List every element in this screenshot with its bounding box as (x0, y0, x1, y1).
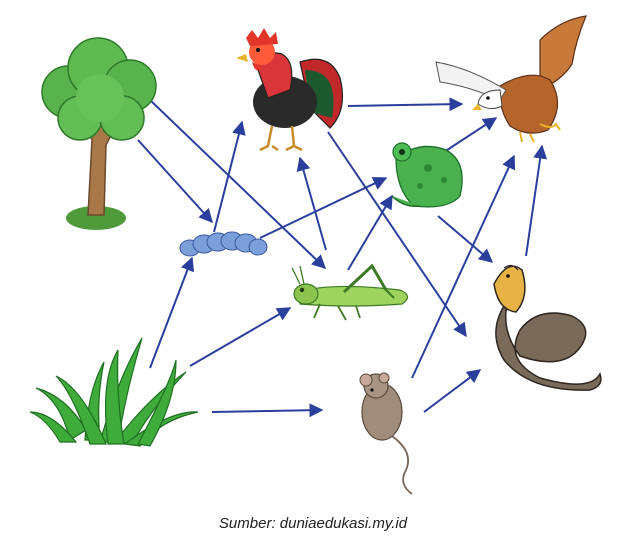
grasshopper-icon (291, 263, 409, 321)
arrow-grasshopper-to-frog (347, 194, 393, 271)
grass-icon (29, 337, 199, 447)
arrow-grass-to-caterpillar (149, 256, 195, 369)
arrow-rooster-to-eagle (347, 97, 464, 112)
arrow-grasshopper-to-rooster (296, 156, 327, 251)
arrow-mouse-to-snake (423, 369, 482, 413)
arrow-grass-to-mouse (211, 403, 324, 418)
frog-icon (391, 142, 463, 208)
arrow-mouse-to-eagle (411, 154, 516, 379)
arrow-caterpillar-to-frog (259, 177, 388, 239)
tree-icon (41, 37, 157, 230)
caterpillar-icon (179, 231, 268, 257)
source-caption: Sumber: duniaedukasi.my.id (219, 515, 408, 532)
energy-flow-arrows (137, 97, 548, 418)
arrow-caterpillar-to-rooster (213, 120, 246, 233)
snake-icon (493, 264, 602, 391)
arrow-grass-to-grasshopper (189, 307, 292, 367)
arrow-rooster-to-snake (327, 131, 467, 338)
arrow-tree-to-caterpillar (137, 139, 213, 224)
eagle-icon (435, 15, 587, 143)
arrow-frog-to-eagle (443, 117, 498, 153)
rooster-icon (236, 28, 343, 152)
arrow-snake-to-eagle (525, 144, 548, 257)
mouse-icon (359, 372, 413, 495)
arrow-frog-to-snake (437, 215, 494, 263)
arrow-tree-to-grasshopper (149, 99, 327, 269)
